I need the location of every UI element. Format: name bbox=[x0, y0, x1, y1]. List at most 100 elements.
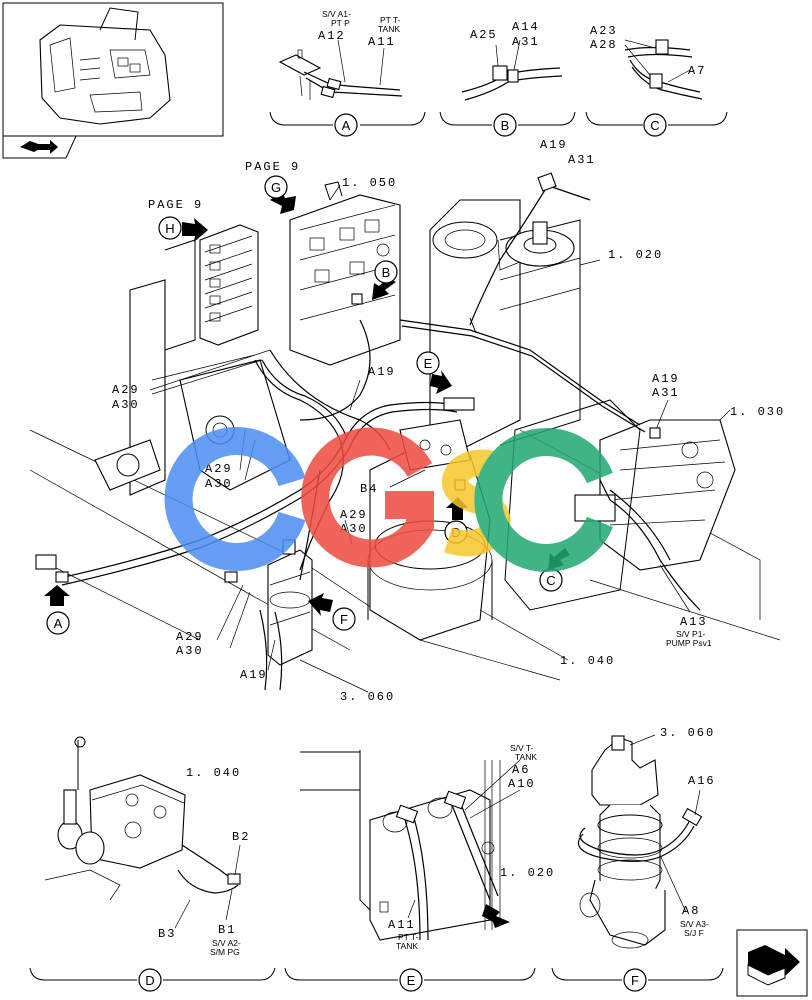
detail-f: 3. 060 A16 A8 S/V A3- S/J F F bbox=[551, 726, 724, 992]
svg-text:D: D bbox=[145, 973, 154, 988]
label-b-a25: A25 bbox=[470, 28, 498, 42]
label-main-a30-2: A30 bbox=[205, 477, 233, 491]
label-a-a11: A11 bbox=[368, 35, 396, 49]
arrow-e-icon bbox=[430, 370, 452, 394]
arrow-h-icon bbox=[182, 218, 208, 242]
callout-h[interactable]: H bbox=[158, 216, 182, 240]
callout-g[interactable]: G bbox=[264, 175, 288, 199]
label-d-b3: B3 bbox=[158, 927, 176, 941]
label-main-pump: PUMP Psv1 bbox=[666, 638, 712, 648]
arrow-f-icon bbox=[308, 593, 333, 616]
label-e-ref-1020: 1. 020 bbox=[500, 866, 555, 880]
label-ref-1020: 1. 020 bbox=[608, 248, 663, 262]
label-main-a31-r: A31 bbox=[652, 386, 680, 400]
label-page9-g: PAGE 9 bbox=[245, 160, 300, 174]
label-e-a6: A6 bbox=[512, 763, 530, 777]
label-a-tank: TANK bbox=[378, 24, 400, 34]
label-b-a14: A14 bbox=[512, 20, 540, 34]
label-ref-1030: 1. 030 bbox=[730, 405, 785, 419]
main-assembly: PAGE 9 1. 050 PAGE 9 A19 A31 1. 020 A29 … bbox=[29, 138, 785, 704]
label-f-a8: A8 bbox=[682, 904, 700, 918]
callout-e-detail[interactable]: E bbox=[399, 968, 423, 992]
svg-text:G: G bbox=[271, 180, 281, 195]
callout-f-detail[interactable]: F bbox=[623, 968, 647, 992]
label-c-a7: A7 bbox=[688, 64, 706, 78]
callout-b[interactable]: B bbox=[374, 260, 398, 284]
callout-a[interactable]: A bbox=[46, 611, 70, 635]
arrow-a-icon bbox=[44, 585, 70, 606]
callout-c-detail[interactable]: C bbox=[643, 113, 667, 137]
label-main-b4: B4 bbox=[360, 482, 378, 496]
label-a-pt-t: PT T- bbox=[380, 15, 401, 25]
detail-d: 1. 040 B2 B1 B3 S/V A2- S/M PG D bbox=[29, 736, 276, 992]
label-d-ref-1040: 1. 040 bbox=[186, 766, 241, 780]
svg-text:B: B bbox=[501, 118, 510, 133]
svg-text:E: E bbox=[407, 973, 416, 988]
svg-text:F: F bbox=[631, 973, 639, 988]
label-main-a19-r: A19 bbox=[652, 372, 680, 386]
label-main-a30-4: A30 bbox=[176, 644, 204, 658]
label-c-a23: A23 bbox=[590, 24, 618, 38]
svg-text:C: C bbox=[650, 118, 659, 133]
machine-thumbnail bbox=[2, 2, 224, 137]
label-f-a16: A16 bbox=[688, 774, 716, 788]
label-d-b1: B1 bbox=[218, 923, 236, 937]
label-ref-3060: 3. 060 bbox=[340, 690, 395, 704]
label-a-a12: A12 bbox=[318, 29, 346, 43]
label-ref-1040: 1. 040 bbox=[560, 654, 615, 668]
svg-text:B: B bbox=[382, 265, 391, 280]
label-main-a29-2: A29 bbox=[205, 462, 233, 476]
label-f-ref-3060: 3. 060 bbox=[660, 726, 715, 740]
back-to-book-button[interactable] bbox=[2, 135, 77, 159]
callout-d-detail[interactable]: D bbox=[138, 968, 162, 992]
label-e-tank: TANK bbox=[515, 752, 537, 762]
label-a-sv-a1: S/V A1- bbox=[322, 9, 351, 19]
cgsc-watermark bbox=[164, 427, 613, 572]
book-arrow-icon bbox=[20, 140, 58, 154]
detail-c: A23 A28 A7 C bbox=[585, 24, 728, 137]
next-page-button[interactable] bbox=[736, 929, 808, 997]
label-f-sj-f: S/J F bbox=[684, 928, 704, 938]
label-main-sv-p1: S/V P1- bbox=[676, 629, 705, 639]
label-d-b2: B2 bbox=[232, 830, 250, 844]
label-main-a29-1: A29 bbox=[112, 383, 140, 397]
label-ref-1050: 1. 050 bbox=[342, 176, 397, 190]
detail-b: A25 A14 A31 B bbox=[439, 20, 576, 137]
next-page-arrow-icon bbox=[747, 945, 800, 986]
label-main-a19-top: A19 bbox=[540, 138, 568, 152]
callout-f[interactable]: F bbox=[332, 607, 356, 631]
label-e-sv-t: S/V T- bbox=[510, 743, 534, 753]
svg-text:A: A bbox=[342, 118, 351, 133]
label-c-a28: A28 bbox=[590, 38, 618, 52]
label-f-sv-a3: S/V A3- bbox=[680, 919, 709, 929]
label-page9-h: PAGE 9 bbox=[148, 198, 203, 212]
label-a-pt-p: PT P bbox=[331, 18, 350, 28]
svg-text:E: E bbox=[424, 356, 433, 371]
svg-text:C: C bbox=[546, 573, 555, 588]
label-main-a19-mid: A19 bbox=[368, 365, 396, 379]
label-d-sv-a2: S/V A2- bbox=[212, 938, 241, 948]
callout-e[interactable]: E bbox=[416, 351, 440, 375]
callout-b-detail[interactable]: B bbox=[493, 113, 517, 137]
label-main-a29-4: A29 bbox=[176, 630, 204, 644]
svg-text:H: H bbox=[165, 221, 174, 236]
arrow-e-detail-icon bbox=[482, 904, 510, 928]
label-e-a10: A10 bbox=[508, 777, 536, 791]
callout-c[interactable]: C bbox=[539, 568, 563, 592]
watermark-c1 bbox=[164, 427, 306, 571]
label-b-a31: A31 bbox=[512, 35, 540, 49]
arrow-b-icon bbox=[372, 278, 396, 300]
label-e-tank2: TANK bbox=[396, 941, 418, 951]
detail-e: S/V T- TANK A6 A10 1. 020 A11 PT T- TANK… bbox=[284, 743, 555, 992]
callout-a-detail[interactable]: A bbox=[334, 113, 358, 137]
label-main-a31-top: A31 bbox=[568, 153, 596, 167]
svg-text:F: F bbox=[340, 612, 348, 627]
label-main-a29-3: A29 bbox=[340, 508, 368, 522]
label-e-a11: A11 bbox=[388, 918, 416, 932]
label-d-sm-pg: S/M PG bbox=[210, 947, 240, 957]
watermark-c2 bbox=[474, 428, 613, 572]
label-main-a30-1: A30 bbox=[112, 398, 140, 412]
detail-a: S/V A1- PT P A12 PT T- TANK A11 A bbox=[269, 9, 426, 137]
